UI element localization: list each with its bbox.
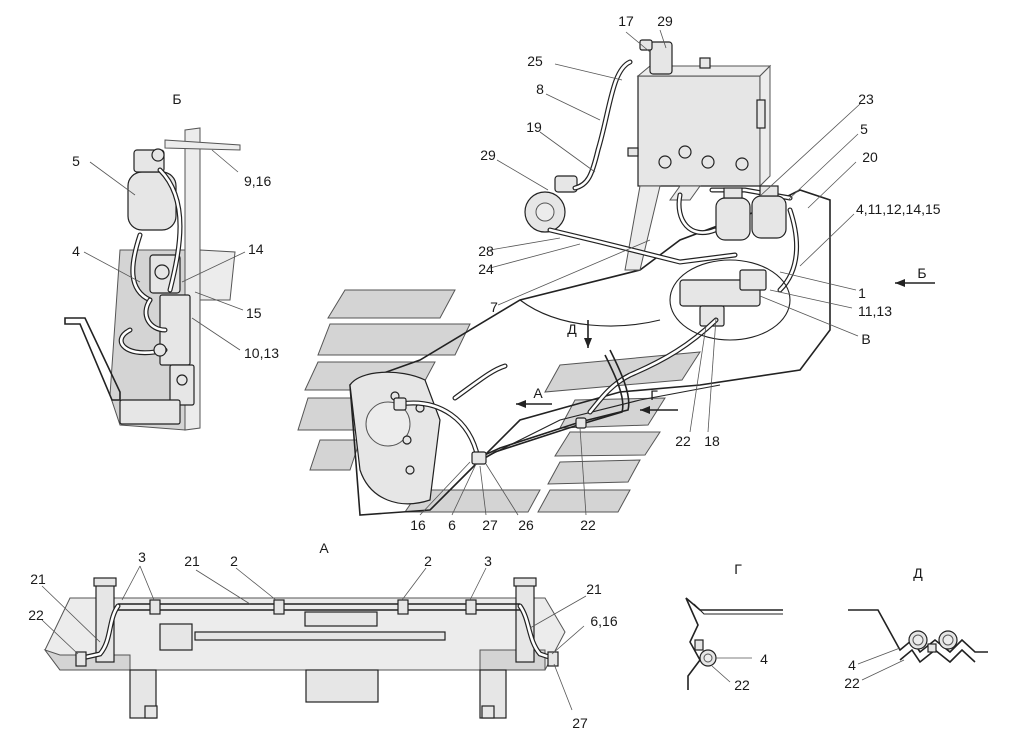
label-9-16: 9,16: [244, 173, 271, 189]
label-16: 16: [410, 517, 426, 533]
view-a: А 21 22 3 21 2 2 3 21 6,16 27: [28, 540, 618, 731]
label-29: 29: [657, 13, 673, 29]
view-b-title: Б: [172, 91, 181, 107]
label-26: 26: [518, 517, 534, 533]
label-27-main: 27: [482, 517, 498, 533]
label-2-right: 2: [424, 553, 432, 569]
label-11-13: 11,13: [858, 303, 892, 319]
view-g-label-22: 22: [734, 677, 750, 693]
label-6: 6: [448, 517, 456, 533]
label-3-right: 3: [484, 553, 492, 569]
view-g-label-4: 4: [760, 651, 768, 667]
arrow-d-label: Д: [567, 321, 577, 337]
label-6-16: 6,16: [590, 613, 617, 629]
view-b: Б 5 4 9,16 14 15 10,13: [64, 91, 279, 431]
label-7: 7: [490, 299, 498, 315]
label-5-main: 5: [860, 121, 868, 137]
label-10-13: 10,13: [244, 345, 279, 361]
label-1: 1: [858, 285, 866, 301]
label-15: 15: [246, 305, 262, 321]
view-a-title: А: [319, 540, 329, 556]
label-5: 5: [72, 153, 80, 169]
label-28: 28: [478, 243, 494, 259]
view-g: Г 4 22: [685, 561, 783, 693]
label-4: 4: [72, 243, 80, 259]
label-27-bottom: 27: [572, 715, 588, 731]
label-3-left: 3: [138, 549, 146, 565]
label-21-right: 21: [586, 581, 602, 597]
arrow-g-label: Г: [650, 387, 658, 403]
main-view: 17 29 25 8 19 29 23 5 20 4,11,12,14,15 1…: [297, 13, 941, 533]
label-17: 17: [618, 13, 634, 29]
label-18: 18: [704, 433, 720, 449]
view-d: Д 4 22: [844, 565, 988, 691]
view-d-label-4: 4: [848, 657, 856, 673]
marker-v: В: [861, 331, 870, 347]
label-22-bottom: 22: [580, 517, 596, 533]
label-22-left: 22: [28, 607, 44, 623]
label-20: 20: [862, 149, 878, 165]
label-21-top: 21: [184, 553, 200, 569]
view-g-title: Г: [734, 561, 742, 577]
label-25: 25: [527, 53, 543, 69]
label-4-11-12-14-15: 4,11,12,14,15: [856, 201, 941, 217]
label-23: 23: [858, 91, 874, 107]
label-21-left: 21: [30, 571, 46, 587]
label-14: 14: [248, 241, 264, 257]
label-19: 19: [526, 119, 542, 135]
label-8: 8: [536, 81, 544, 97]
label-2-left: 2: [230, 553, 238, 569]
view-d-label-22: 22: [844, 675, 860, 691]
view-d-title: Д: [913, 565, 923, 581]
label-24: 24: [478, 261, 494, 277]
label-22-main: 22: [675, 433, 691, 449]
arrow-b-label: Б: [917, 265, 926, 281]
arrow-a-label: А: [533, 385, 543, 401]
label-29-pump: 29: [480, 147, 496, 163]
